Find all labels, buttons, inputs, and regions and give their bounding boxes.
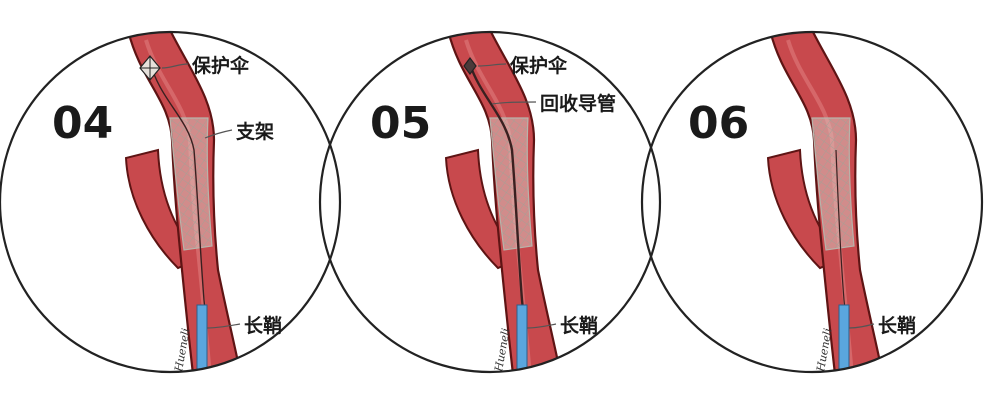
panel-frame <box>318 30 662 374</box>
retrieval-catheter <box>468 63 526 321</box>
label-umbrella: 保护伞 <box>509 54 568 77</box>
sheath-leader-line <box>206 323 241 329</box>
stent-mesh <box>489 117 533 251</box>
umbrella-leader-line <box>477 63 507 67</box>
label-sheath: 长鞘 <box>560 314 598 337</box>
long-sheath <box>838 304 850 372</box>
step-number: 05 <box>370 98 431 149</box>
long-sheath <box>516 304 528 372</box>
panel-frame <box>0 30 342 374</box>
stent-leader-line <box>204 129 233 139</box>
stent-mesh <box>169 117 213 251</box>
step-number: 04 <box>52 98 113 149</box>
sheath-leader-line <box>526 323 557 329</box>
guide-wire <box>149 61 207 321</box>
stent-mesh <box>811 117 855 251</box>
catheter-leader-line <box>491 101 537 105</box>
long-sheath <box>196 304 208 372</box>
label-sheath: 长鞘 <box>878 314 916 337</box>
label-stent: 支架 <box>235 121 274 143</box>
panel-step-04: Hueneli 04 保护伞 支架 长鞘 <box>0 30 342 374</box>
sheath-leader-line <box>848 323 875 329</box>
panel-step-05: Hueneli 05 保护伞 回收导管 长鞘 <box>318 30 662 374</box>
panel-frame <box>640 30 984 374</box>
label-catheter: 回收导管 <box>540 92 616 115</box>
label-umbrella: 保护伞 <box>191 54 250 77</box>
panel-step-06: Hueneli 06 长鞘 <box>640 30 984 374</box>
umbrella-leader-line <box>161 63 189 69</box>
guide-wire <box>835 149 847 321</box>
protective-umbrella-icon <box>463 57 477 75</box>
protective-umbrella-icon <box>139 55 161 81</box>
label-sheath: 长鞘 <box>244 314 282 337</box>
step-number: 06 <box>688 98 749 149</box>
